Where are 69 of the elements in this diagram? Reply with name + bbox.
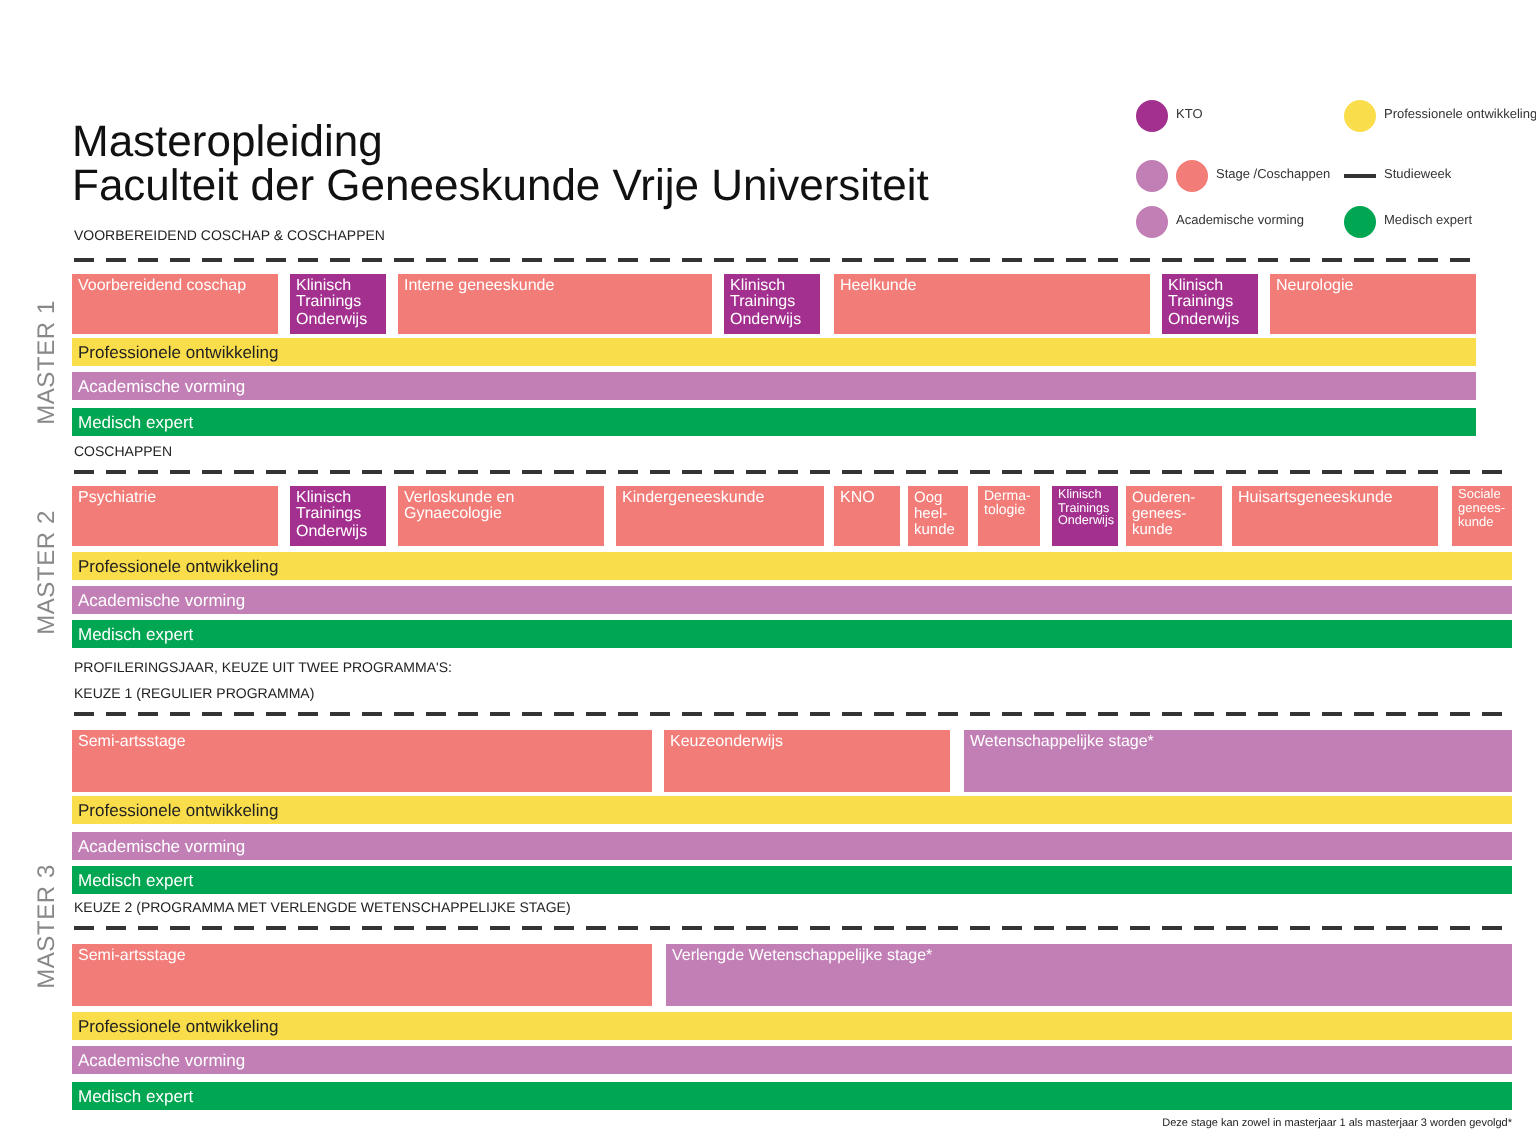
course-block (834, 274, 1150, 334)
course-block (72, 274, 278, 334)
course-block (1270, 274, 1476, 334)
competency-band (72, 552, 1512, 580)
course-label: Klinisch Trainings Onderwijs (1168, 278, 1242, 329)
course-label: Interne geneeskunde (404, 278, 557, 295)
competency-band (72, 1046, 1512, 1074)
competency-band (72, 1012, 1512, 1040)
band-label: Medisch expert (78, 622, 196, 648)
course-block (664, 730, 950, 792)
band-label: Academische vorming (78, 1048, 248, 1074)
course-label: Voorbereidend coschap (78, 278, 249, 295)
year-label: MASTER 1 (32, 300, 60, 425)
course-block (616, 486, 824, 546)
course-block (72, 944, 652, 1006)
training-block (1162, 274, 1258, 334)
band-label: Medisch expert (78, 1084, 196, 1110)
title: Masteropleiding Faculteit der Geneeskunde Vrije Universiteit (72, 120, 929, 208)
competency-band (72, 408, 1476, 436)
competency-band (72, 832, 1512, 860)
course-label: Wetenschappelijke stage* (970, 734, 1156, 751)
course-block (398, 486, 604, 546)
year-label: MASTER 3 (32, 864, 60, 989)
course-label: KNO (840, 490, 877, 507)
competency-band (72, 338, 1476, 366)
training-block (1052, 486, 1118, 546)
band-label: Professionele ontwikkeling (78, 1014, 281, 1040)
band-label: Medisch expert (78, 868, 196, 894)
course-block (1232, 486, 1438, 546)
training-block (724, 274, 820, 334)
course-label: Psychiatrie (78, 490, 159, 507)
band-label: Academische vorming (78, 374, 248, 400)
course-block (978, 486, 1040, 546)
competency-band (72, 1082, 1512, 1110)
course-label: Verlengde Wetenschappelijke stage* (672, 948, 935, 965)
training-block (290, 486, 386, 546)
year-label: MASTER 2 (32, 510, 60, 635)
course-block (72, 730, 652, 792)
course-label: Klinisch Trainings Onderwijs (296, 278, 370, 329)
competency-band (72, 866, 1512, 894)
course-block (72, 486, 278, 546)
band-label: Academische vorming (78, 588, 248, 614)
band-label: Professionele ontwikkeling (78, 340, 281, 366)
course-label: Heelkunde (840, 278, 919, 295)
course-label: Neurologie (1276, 278, 1356, 295)
course-block (398, 274, 712, 334)
competency-band (72, 586, 1512, 614)
band-label: Medisch expert (78, 410, 196, 436)
course-block (666, 944, 1512, 1006)
competency-band (72, 796, 1512, 824)
course-label: Huisartsgeneeskunde (1238, 490, 1395, 507)
course-block (964, 730, 1512, 792)
course-block (908, 486, 968, 546)
competency-band (72, 620, 1512, 648)
band-label: Professionele ontwikkeling (78, 798, 281, 824)
course-label: Klinisch Trainings Onderwijs (296, 490, 370, 541)
competency-band (72, 372, 1476, 400)
course-label: Klinisch Trainings Onderwijs (730, 278, 804, 329)
course-block (1452, 486, 1512, 546)
course-label: Keuzeonderwijs (670, 734, 785, 751)
course-label: Verloskunde en Gynaecologie (404, 490, 517, 524)
course-label: Kindergeneeskunde (622, 490, 767, 507)
course-label: Semi-artsstage (78, 948, 188, 965)
training-block (290, 274, 386, 334)
course-block (834, 486, 900, 546)
band-label: Academische vorming (78, 834, 248, 860)
band-label: Professionele ontwikkeling (78, 554, 281, 580)
course-label: Semi-artsstage (78, 734, 188, 751)
course-block (1126, 486, 1222, 546)
